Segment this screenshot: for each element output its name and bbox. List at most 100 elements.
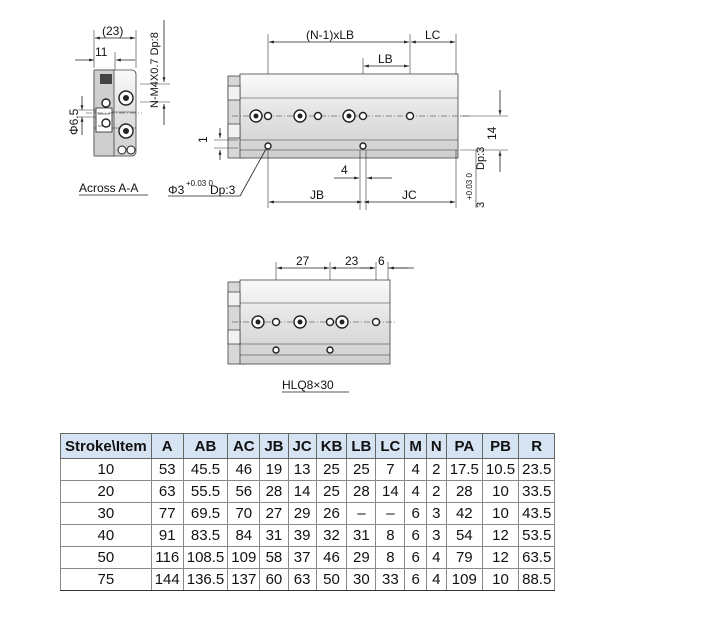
- table-cell: 45.5: [182, 458, 229, 481]
- table-cell: 28: [259, 480, 289, 503]
- table-cell: 10.5: [481, 458, 520, 481]
- dim-4: 4: [341, 163, 348, 177]
- table-cell: 69.5: [182, 502, 229, 525]
- table-cell: 7: [375, 458, 406, 481]
- pin-right-depth: Dp:3: [475, 147, 487, 170]
- dim-jc: JC: [402, 188, 417, 202]
- table-cell: 30: [60, 502, 152, 525]
- table-cell: 55.5: [182, 480, 229, 503]
- table-header-cell: LB: [346, 433, 377, 459]
- table-cell: 46: [315, 546, 348, 569]
- table-cell: 53.5: [518, 524, 556, 547]
- side-view-hlq8x30: 27 23 6 HLQ8×30: [227, 254, 414, 393]
- table-cell: 109: [227, 546, 261, 569]
- table-cell: 28: [346, 480, 377, 503]
- table-cell: 10: [481, 480, 520, 503]
- dim-jb: JB: [310, 188, 324, 202]
- table-cell: 91: [150, 524, 184, 547]
- table-cell: 136.5: [182, 568, 229, 591]
- table-cell: 25: [346, 458, 377, 481]
- table-cell: 23.5: [518, 458, 556, 481]
- dim-14: 14: [485, 126, 499, 140]
- table-cell: 54: [445, 524, 483, 547]
- pin-right-tol: +0.03 0: [465, 173, 474, 200]
- table-cell: 116: [150, 546, 184, 569]
- table-cell: 63: [287, 568, 317, 591]
- table-cell: 14: [287, 480, 317, 503]
- table-cell: 63.5: [518, 546, 556, 569]
- pin-right: 3: [475, 202, 487, 208]
- dim-n1lb: (N-1)xLB: [306, 28, 354, 42]
- dim-lc-top: LC: [425, 28, 441, 42]
- table-header-cell: Stroke\Item: [60, 433, 152, 459]
- table-cell: –: [375, 502, 406, 525]
- table-cell: 50: [315, 568, 348, 591]
- table-cell: 4: [425, 568, 447, 591]
- table-cell: 137: [227, 568, 261, 591]
- table-cell: 29: [287, 502, 317, 525]
- table-cell: 4: [404, 458, 427, 481]
- table-cell: 37: [287, 546, 317, 569]
- table-cell: 6: [404, 568, 427, 591]
- table-cell: 46: [227, 458, 261, 481]
- table-cell: 12: [481, 546, 520, 569]
- table-header-cell: KB: [315, 433, 348, 459]
- table-cell: 31: [259, 524, 289, 547]
- table-cell: 8: [375, 524, 406, 547]
- table-cell: 25: [315, 458, 348, 481]
- table-cell: 77: [150, 502, 184, 525]
- table-cell: 42: [445, 502, 483, 525]
- table-cell: 70: [227, 502, 261, 525]
- table-cell: 58: [259, 546, 289, 569]
- thread-spec: N-M4X0.7 Dp:8: [149, 32, 161, 108]
- table-cell: 88.5: [518, 568, 556, 591]
- table-cell: 13: [287, 458, 317, 481]
- table-cell: 75: [60, 568, 152, 591]
- table-cell: 8: [375, 546, 406, 569]
- table-cell: 4: [425, 546, 447, 569]
- table-cell: 109: [445, 568, 483, 591]
- table-cell: 56: [227, 480, 261, 503]
- table-cell: 33: [375, 568, 406, 591]
- table-header-cell: PB: [481, 433, 520, 459]
- table-cell: 108.5: [182, 546, 229, 569]
- dim-23-paren: (23): [102, 24, 123, 38]
- section-view-a-a: (23) 11 N-M4X0.7 Dp:8 Φ6.5 Across: [67, 20, 170, 196]
- table-cell: 79: [445, 546, 483, 569]
- table-cell: 50: [60, 546, 152, 569]
- dim-23: 23: [345, 254, 359, 268]
- table-header-cell: AB: [182, 433, 229, 459]
- table-cell: 43.5: [518, 502, 556, 525]
- table-cell: 10: [481, 568, 520, 591]
- table-cell: 31: [346, 524, 377, 547]
- table-cell: 30: [346, 568, 377, 591]
- table-cell: 3: [425, 502, 447, 525]
- dim-27: 27: [296, 254, 310, 268]
- table-header-cell: JC: [287, 433, 317, 459]
- table-cell: 28: [445, 480, 483, 503]
- table-cell: 144: [150, 568, 184, 591]
- table-cell: 33.5: [518, 480, 556, 503]
- table-cell: 17.5: [445, 458, 483, 481]
- mounting-holes: [249, 109, 415, 150]
- dim-phi65: Φ6.5: [67, 108, 81, 135]
- table-cell: 6: [404, 524, 427, 547]
- table-header-cell: M: [404, 433, 427, 459]
- technical-drawing: (23) 11 N-M4X0.7 Dp:8 Φ6.5 Across: [67, 20, 508, 393]
- table-cell: 10: [481, 502, 520, 525]
- table-cell: 39: [287, 524, 317, 547]
- table-cell: 32: [315, 524, 348, 547]
- table-cell: 53: [150, 458, 184, 481]
- table-cell: 6: [404, 546, 427, 569]
- table-cell: 2: [425, 458, 447, 481]
- side-view-main: (N-1)xLB LC LB: [168, 28, 508, 210]
- pin-left: Φ3: [168, 183, 185, 197]
- table-cell: 60: [259, 568, 289, 591]
- table-header-cell: PA: [445, 433, 483, 459]
